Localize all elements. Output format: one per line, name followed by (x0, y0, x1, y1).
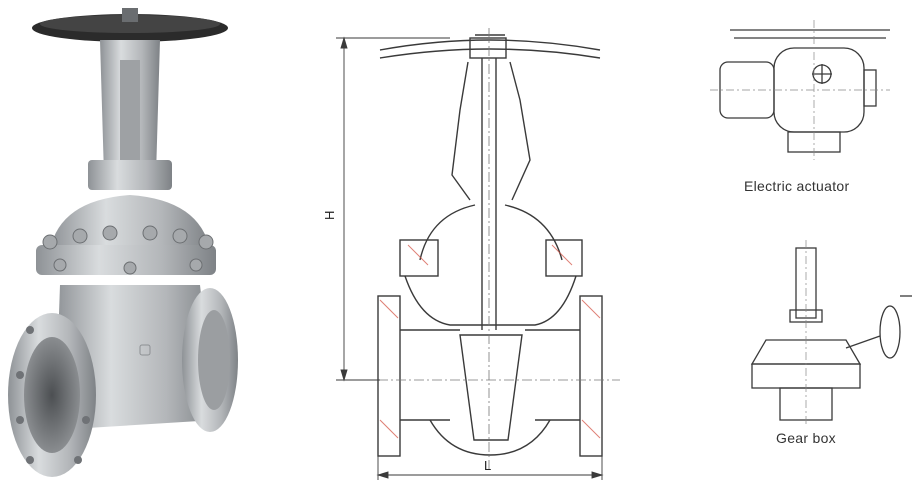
dimension-l-label: L (484, 458, 491, 473)
gear-box-caption: Gear box (776, 430, 836, 446)
wedge (459, 334, 523, 441)
dimension-h-label: H (322, 211, 337, 220)
bonnet (50, 195, 210, 250)
bonnet-section (419, 204, 563, 261)
electric-actuator-drawing (710, 20, 890, 160)
section-drawing-svg: H L (322, 28, 620, 480)
valve-photo (0, 0, 260, 481)
gear-box-handwheel (879, 305, 901, 359)
body-section (404, 275, 577, 326)
gear-box-figure: Gear box (700, 240, 912, 480)
gear-box-drawing (750, 240, 912, 425)
handwheel-section (379, 39, 601, 51)
electric-actuator-figure: Electric actuator (690, 0, 912, 230)
electric-actuator-caption: Electric actuator (744, 178, 850, 194)
section-drawing: H L (300, 0, 630, 481)
valve-photo-drawing (8, 8, 238, 477)
